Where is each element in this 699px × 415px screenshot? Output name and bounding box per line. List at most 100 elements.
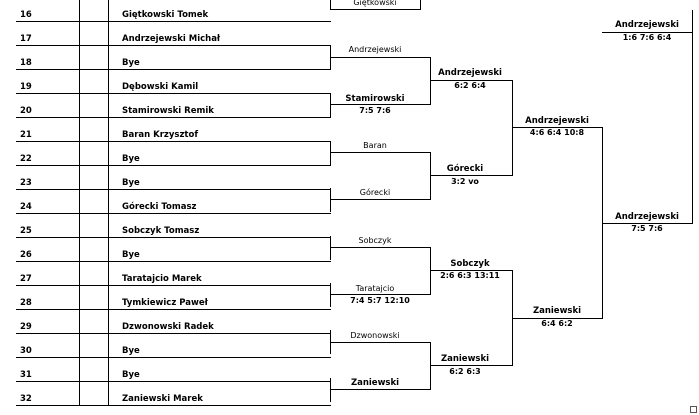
entry-number: 29 [20,322,32,332]
entry-name: Bye [122,58,140,68]
entry-name: Bye [122,346,140,356]
entry-name: Bye [122,250,140,260]
row-divider [16,165,331,166]
entry-number: 19 [20,82,32,92]
entry-name: Bye [122,154,140,164]
round3-winner: Andrzejewski [525,116,589,126]
round1-winner: Dzwonowski [350,331,400,340]
row-divider [16,357,331,358]
round3-score: 4:6 6:4 10:8 [529,128,585,137]
bracket-line [330,188,331,212]
bracket-line [512,80,513,176]
round1-winner: Górecki [359,188,391,197]
row-divider [16,381,331,382]
round1-winner: Taratajcio [355,284,395,293]
round1-winner: Sobczyk [358,236,392,245]
entry-number: 18 [20,58,32,68]
entry-number: 21 [20,130,32,140]
round1-winner: Baran [363,141,387,150]
entry-name: Andrzejewski Michał [122,34,221,44]
bracket-line [330,141,331,165]
bracket-line [512,127,602,128]
table-divider [79,0,80,405]
round4-winner: Andrzejewski [615,212,679,222]
row-divider [16,45,331,46]
bracket-line [330,9,420,10]
bracket-line [430,57,431,105]
row-divider [16,261,331,262]
bracket-line [330,342,430,343]
round1-winner: Stamirowski [345,94,405,104]
entry-number: 24 [20,202,32,212]
bracket-line [512,318,602,319]
entry-number: 17 [20,34,32,44]
entry-number: 16 [20,10,32,20]
entry-number: 26 [20,250,32,260]
bracket-line [430,175,512,176]
round2-winner: Górecki [446,164,484,174]
round1-winner: Andrzejewski [348,45,402,54]
bracket-line [430,342,431,390]
round2-winner: Zaniewski [440,354,490,364]
entry-name: Górecki Tomasz [122,202,197,212]
bracket-line [430,247,431,295]
entry-name: Bye [122,178,140,188]
bracket-line [330,294,430,295]
round5-winner: Andrzejewski [615,20,679,30]
bracket-line [330,0,331,10]
row-divider [16,69,331,70]
bracket-line [430,270,512,271]
resize-handle[interactable] [690,406,697,413]
bracket-line [602,223,692,224]
bracket-line [692,10,693,224]
round3-winner: Zaniewski [532,306,582,316]
bracket-line [330,330,331,354]
bracket-line [330,247,430,248]
bracket-line [330,283,331,307]
entry-number: 31 [20,370,32,380]
entry-name: Tymkiewicz Paweł [122,298,208,308]
round2-score: 6:2 6:4 [454,81,486,90]
round2-score: 3:2 vo [451,177,479,186]
round4-score: 7:5 7:6 [631,224,663,233]
row-divider [16,213,331,214]
entry-number: 25 [20,226,32,236]
entry-name: Dębowski Kamil [122,82,199,92]
row-divider [16,405,331,406]
bracket-line [330,378,331,402]
bracket-line [330,152,430,153]
entry-name: Giętkowski Tomek [122,10,209,20]
row-divider [16,309,331,310]
entry-name: Sobczyk Tomasz [122,226,200,236]
table-divider [108,0,109,405]
entry-number: 32 [20,394,32,404]
round5-score: 1:6 7:6 6:4 [622,33,672,42]
entry-number: 30 [20,346,32,356]
entry-number: 28 [20,298,32,308]
round2-score: 2:6 6:3 13:11 [440,271,500,280]
round1-winner: Zaniewski [350,378,400,388]
bracket-line [430,365,512,366]
round1-score: 7:4 5:7 12:10 [350,296,410,305]
entry-number: 23 [20,178,32,188]
entry-name: Dzwonowski Radek [122,322,214,332]
row-divider [16,237,331,238]
bracket-line [330,93,331,117]
round2-score: 6:2 6:3 [449,367,481,376]
entry-name: Zaniewski Marek [122,394,203,404]
round2-winner: Andrzejewski [438,68,502,78]
row-divider [16,285,331,286]
bracket-line [430,152,431,200]
round1-winner: Giętkowski [353,0,397,7]
bracket-line [330,389,430,390]
entry-name: Stamirowski Remik [122,106,214,116]
entry-name: Taratajcio Marek [122,274,202,284]
row-divider [16,93,331,94]
entry-number: 27 [20,274,32,284]
bracket-line [330,104,430,105]
round1-score: 7:5 7:6 [359,106,391,115]
row-divider [16,333,331,334]
entry-number: 22 [20,154,32,164]
bracket-line [330,199,430,200]
entry-name: Bye [122,370,140,380]
